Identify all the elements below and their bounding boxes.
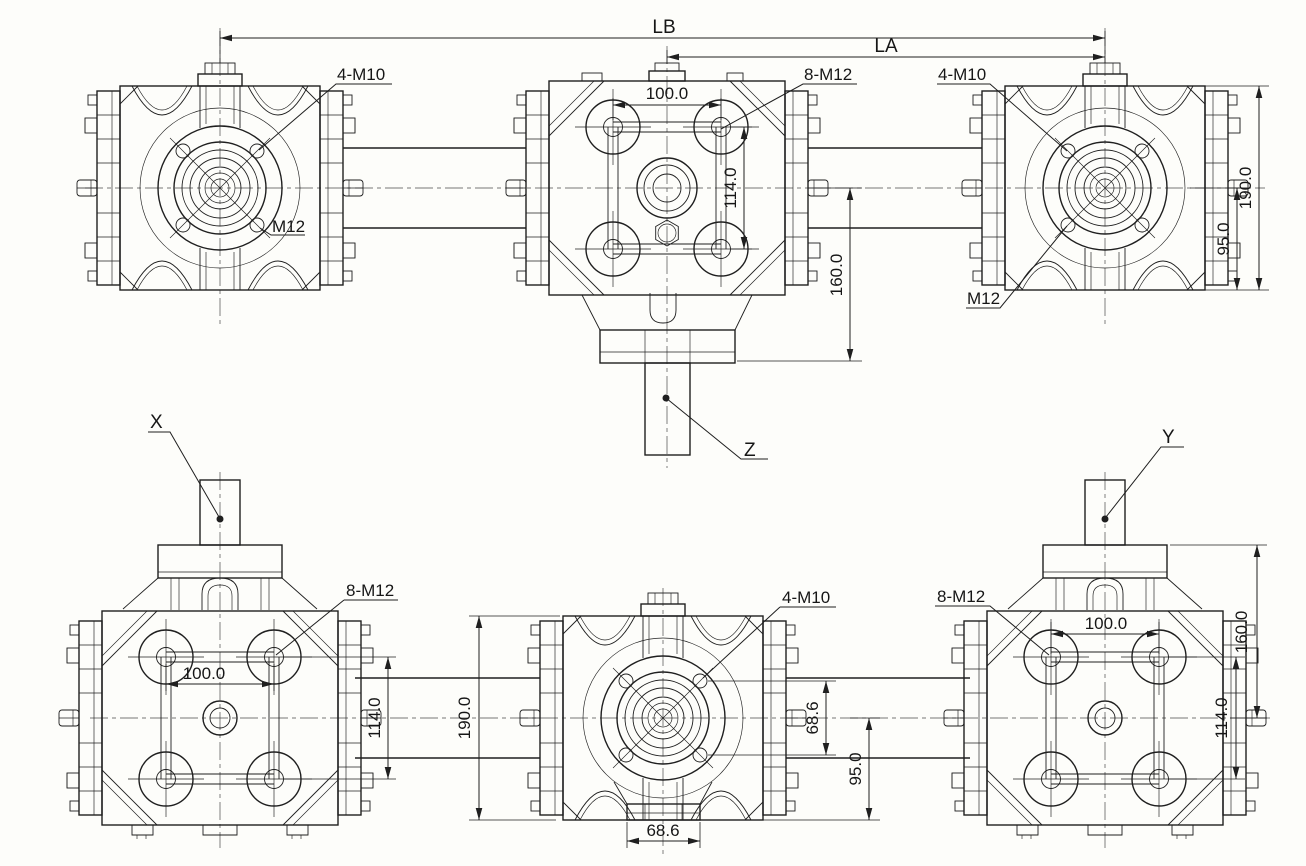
dim-tc-160-label: 160.0: [827, 254, 846, 297]
dim-lb: LB: [219, 17, 1106, 63]
gearbox-plan-view-top-center: [506, 62, 828, 456]
dim-tc-100-label: 100.0: [646, 84, 689, 103]
dim-lb-label: LB: [652, 17, 675, 38]
dim-bc-95-label: 95.0: [846, 752, 865, 785]
dim-tr-190-label: 190.0: [1236, 167, 1255, 210]
dim-bl-114: 114.0: [283, 656, 396, 780]
dim-bc-686-flange-label: 68.6: [646, 821, 679, 840]
dim-br-114-label: 114.0: [1212, 697, 1231, 738]
dim-bc-686-bolts: 68.6: [708, 680, 836, 756]
callout-tr-4m10-label: 4-M10: [938, 65, 986, 84]
callout-tr-m12: M12: [966, 225, 1068, 309]
dim-bl-100: 100.0: [165, 664, 275, 691]
dim-bc-686-bolts-label: 68.6: [803, 701, 822, 734]
dim-br-114: 114.0: [1168, 656, 1245, 780]
dim-la-label: LA: [874, 36, 898, 57]
center-lines: [85, 28, 1270, 856]
axis-x-label: X: [150, 412, 163, 433]
dim-tc-114: 114.0: [721, 126, 752, 250]
axis-z: Z: [662, 394, 768, 461]
axis-y-label: Y: [1162, 427, 1175, 448]
dim-tc-100: 100.0: [612, 84, 722, 120]
dim-la: LA: [666, 36, 1105, 64]
gearbox-plan-view-bottom-left: [59, 479, 381, 840]
gearbox-plan-view-bottom-right: [944, 479, 1266, 840]
callout-br-8m12: 8-M12: [935, 587, 1050, 656]
callout-bl-8m12: 8-M12: [275, 581, 398, 656]
callout-tc-8m12: 8-M12: [720, 65, 857, 130]
dim-bc-190: 190.0: [455, 615, 560, 821]
callout-bc-4m10: 4-M10: [702, 588, 836, 679]
callout-tl-4m10-label: 4-M10: [337, 65, 385, 84]
axis-x: X: [148, 412, 224, 523]
dim-bc-686-flange: 68.6: [626, 821, 701, 848]
axis-z-label: Z: [744, 440, 756, 461]
dim-tc-114-label: 114.0: [721, 167, 740, 208]
callout-tl-m12: M12: [259, 217, 305, 236]
dim-br-160: 160.0: [1170, 544, 1267, 719]
dim-tr-190: 190.0: [1190, 85, 1269, 291]
callout-tc-8m12-label: 8-M12: [804, 65, 852, 84]
dim-bc-95: 95.0: [703, 717, 880, 821]
dim-br-100: 100.0: [1050, 614, 1160, 654]
dim-bc-190-label: 190.0: [455, 697, 474, 740]
dim-tr-95-label: 95.0: [1214, 222, 1233, 255]
dim-bl-100-label: 100.0: [183, 664, 226, 683]
callout-tl-4m10: 4-M10: [258, 65, 392, 151]
axis-y: Y: [1101, 427, 1184, 523]
callout-bc-4m10-label: 4-M10: [782, 588, 830, 607]
callout-br-8m12-label: 8-M12: [937, 587, 985, 606]
connecting-shafts: [343, 147, 982, 759]
dim-br-100-label: 100.0: [1085, 614, 1128, 633]
callout-tr-m12-label: M12: [967, 289, 1000, 308]
callout-bl-8m12-label: 8-M12: [346, 581, 394, 600]
dim-tr-95: 95.0: [1190, 187, 1247, 290]
callout-tr-4m10: 4-M10: [937, 65, 1068, 152]
dim-bl-114-label: 114.0: [365, 697, 384, 738]
callout-tl-m12-label: M12: [272, 217, 305, 236]
dim-br-160-label: 160.0: [1232, 611, 1251, 654]
dim-tc-160: 160.0: [737, 187, 862, 362]
gearbox-front-view-bottom-center: [520, 592, 806, 821]
